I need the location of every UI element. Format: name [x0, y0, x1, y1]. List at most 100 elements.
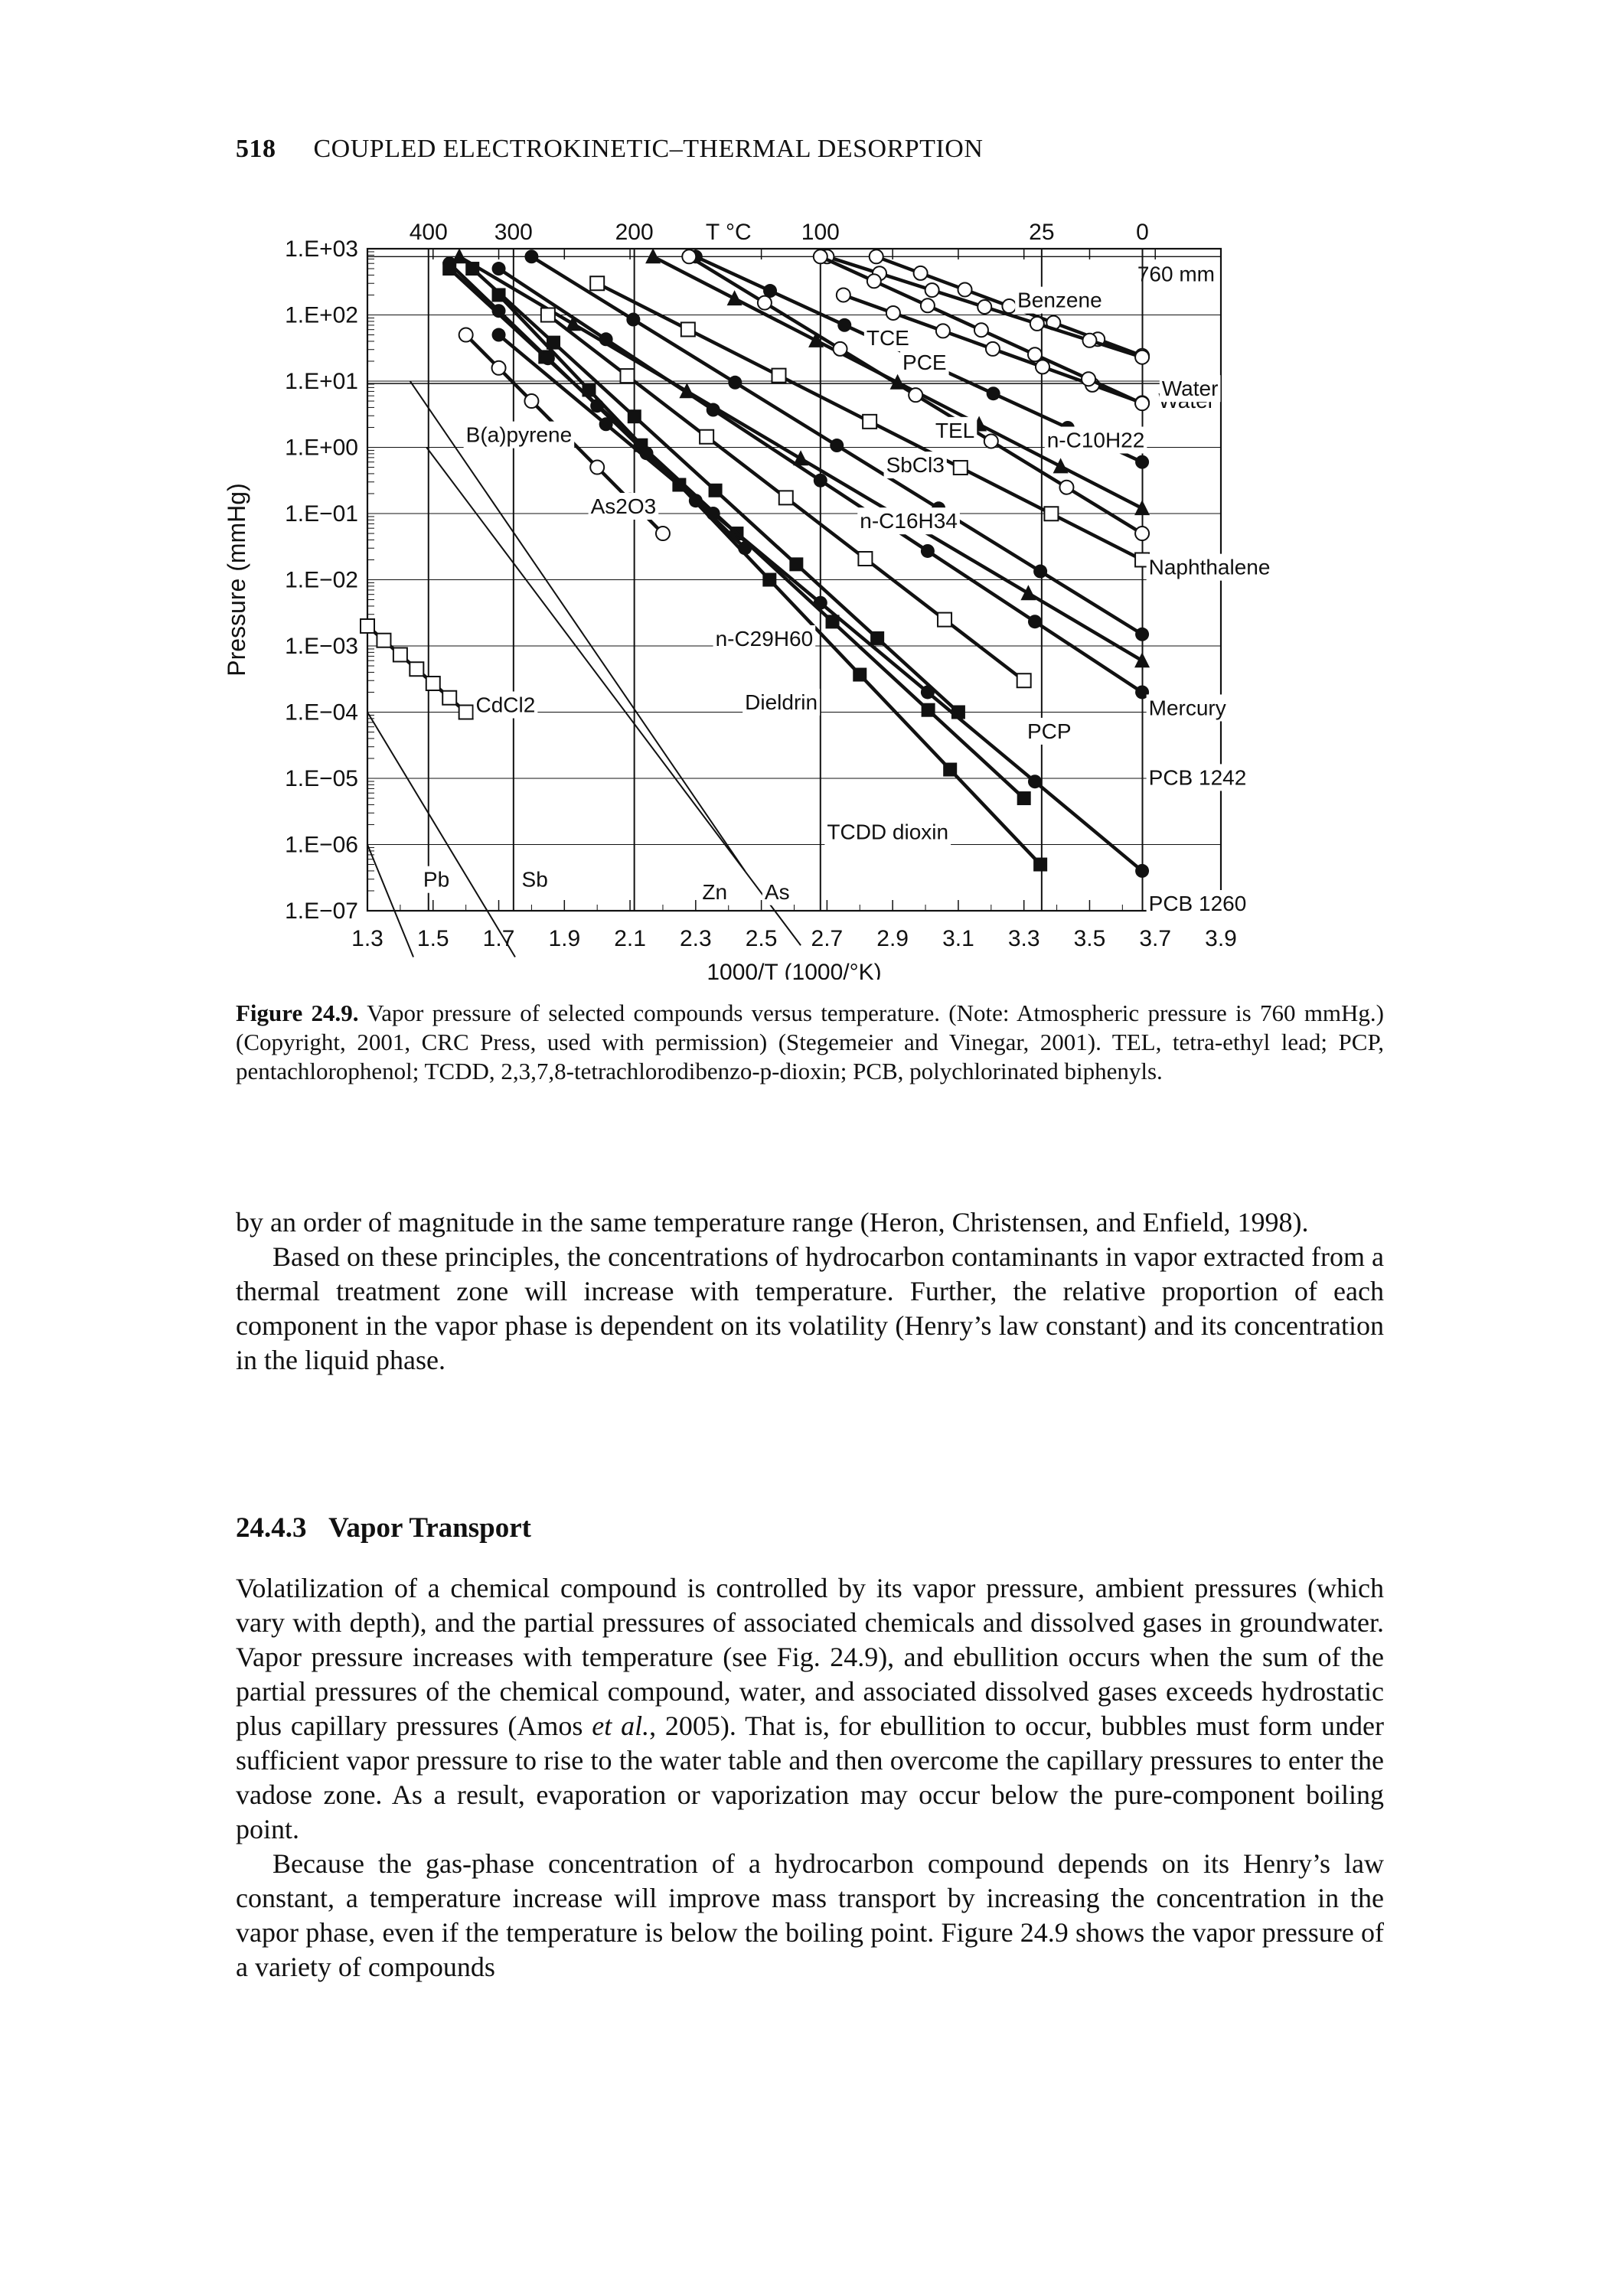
series-marker: [619, 368, 635, 384]
series-marker: [789, 557, 804, 572]
chemical-label: SbCl3: [886, 453, 945, 477]
series-marker: [699, 429, 715, 445]
running-header: 518 COUPLED ELECTROKINETIC–THERMAL DESOR…: [236, 135, 983, 164]
series-marker: [1016, 673, 1032, 689]
series-marker: [524, 249, 539, 264]
top-axis-tick-label: 25: [1029, 220, 1054, 245]
x-tick-label: 2.7: [811, 926, 844, 951]
series-line: [367, 711, 516, 957]
series-marker: [921, 703, 935, 717]
series-marker: [908, 387, 924, 403]
chemical-label-bg: [742, 688, 821, 716]
series-marker: [681, 249, 697, 265]
y-tick-label: 1.E−02: [285, 568, 358, 593]
top-axis-tick-label: 300: [494, 220, 533, 245]
chemical-label: n-C10H22: [1047, 429, 1145, 452]
chemical-label: B(a)pyrene: [466, 423, 573, 447]
chemical-label-bg: [713, 625, 816, 652]
chemical-label-bg: [824, 818, 951, 846]
series-line: [426, 446, 801, 946]
series-marker: [920, 543, 935, 558]
x-tick-label: 1.5: [417, 926, 449, 951]
series-marker: [837, 318, 852, 332]
series-marker: [813, 473, 827, 488]
series-marker: [977, 299, 993, 315]
x-tick-label: 2.1: [614, 926, 646, 951]
chemical-label-bg: [519, 866, 550, 893]
series-marker: [360, 618, 375, 634]
body-paragraphs-top: by an order of magnitude in the same tem…: [236, 1205, 1384, 1378]
chemical-label-bg: [857, 507, 960, 535]
series-marker: [973, 322, 989, 338]
series-marker: [1029, 315, 1045, 331]
series-marker: [465, 262, 480, 276]
chemical-label-bg: [1146, 694, 1229, 722]
chemical-label: Sb: [522, 868, 548, 892]
x-tick-label: 2.5: [746, 926, 778, 951]
chemical-label: TCE: [867, 326, 909, 350]
chemical-label-bg: [883, 452, 947, 479]
series-marker: [1134, 500, 1150, 516]
series-marker: [813, 595, 827, 610]
series-marker: [645, 248, 661, 264]
series-marker: [812, 249, 828, 265]
chemical-label: PCB 1242: [1149, 765, 1247, 789]
series-marker: [442, 690, 458, 706]
series-marker: [771, 367, 787, 383]
top-axis-tick-label: 100: [801, 220, 840, 245]
series-marker: [599, 332, 613, 347]
page-number: 518: [236, 135, 276, 163]
x-tick-label: 1.3: [351, 926, 383, 951]
series-marker: [762, 572, 777, 587]
series-marker: [1027, 775, 1042, 789]
chemical-label: PCB 1260: [1149, 892, 1247, 915]
body-paragraphs-bottom: Volatilization of a chemical compound is…: [236, 1571, 1384, 1985]
top-axis-label: T °C: [706, 220, 752, 245]
chemical-label-bg: [762, 878, 792, 905]
chemical-label-bg: [420, 866, 452, 893]
paragraph-3-part-a: Volatilization of a chemical compound is…: [236, 1573, 1384, 1741]
chemical-label-bg: [463, 421, 575, 448]
series-marker: [491, 360, 507, 376]
series-marker: [763, 284, 778, 298]
y-tick-label: 1.E+02: [285, 303, 358, 328]
y-tick-label: 1.E−06: [285, 833, 358, 858]
series-marker: [1053, 458, 1069, 474]
series-marker: [728, 375, 742, 390]
y-tick-label: 1.E−05: [285, 766, 358, 791]
series-marker: [540, 351, 555, 366]
chemical-label-bg: [1015, 286, 1105, 314]
y-tick-label: 1.E−04: [285, 700, 358, 726]
series-marker: [920, 685, 935, 700]
series-marker: [708, 483, 723, 497]
series-marker: [565, 315, 581, 331]
series-marker: [1082, 332, 1098, 348]
reference-line-label: 760 mm: [1137, 262, 1215, 285]
series-marker: [409, 661, 425, 677]
series-marker: [912, 265, 929, 281]
top-axis-tick-label: 200: [615, 220, 654, 245]
series-marker: [627, 409, 641, 424]
y-tick-label: 1.E+01: [285, 369, 358, 394]
chemical-label-bg: [932, 416, 977, 444]
series-marker: [1034, 359, 1050, 375]
series-marker: [924, 282, 940, 298]
y-tick-label: 1.E−03: [285, 634, 358, 659]
chemical-label: Dieldrin: [745, 690, 818, 714]
chemical-label: n-C16H34: [860, 509, 958, 533]
x-tick-label: 2.9: [876, 926, 909, 951]
series-marker: [1059, 479, 1075, 495]
section-title: Vapor Transport: [328, 1512, 531, 1544]
chemical-label: As: [765, 880, 790, 904]
y-tick-label: 1.E−07: [285, 899, 358, 924]
chemical-label: PCP: [1027, 719, 1072, 743]
series-marker: [1017, 791, 1031, 806]
series-marker: [706, 507, 720, 520]
series-marker: [986, 386, 1000, 401]
et-al: et al.: [592, 1711, 650, 1741]
series-marker: [654, 526, 671, 542]
series-marker: [1135, 863, 1150, 878]
series-marker: [1033, 564, 1048, 579]
y-tick-label: 1.E−01: [285, 501, 358, 527]
